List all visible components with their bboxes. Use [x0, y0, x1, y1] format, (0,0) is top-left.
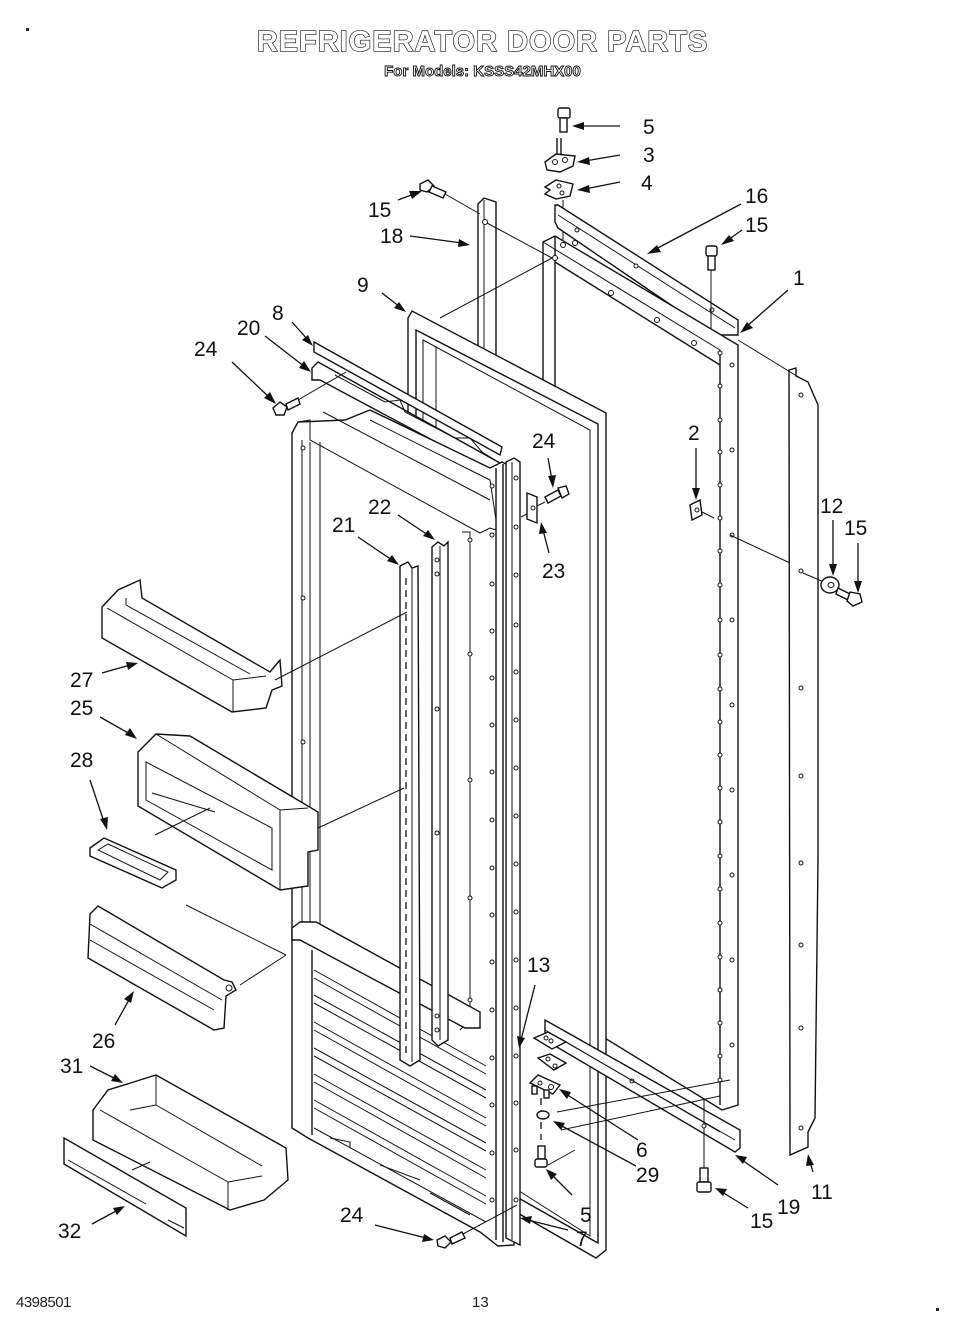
part-hinge-shim [543, 179, 574, 200]
callout-22: 22 [368, 496, 391, 519]
scan-mark-bottom-right [936, 1308, 939, 1311]
callout-15-bottom: 15 [750, 1210, 773, 1233]
diagram-title: REFRIGERATOR DOOR PARTS [256, 25, 709, 58]
part-screw-liner-top [272, 371, 347, 416]
callout-16: 16 [745, 185, 768, 208]
callout-21: 21 [332, 514, 355, 537]
part-screw-bottom [696, 1128, 712, 1193]
part-top-hinge [544, 138, 576, 173]
callout-25: 25 [70, 697, 93, 720]
part-dispenser-bin [137, 733, 405, 891]
part-hinge-bushing [536, 1098, 550, 1140]
part-hinge-screw-bottom [534, 1145, 548, 1168]
callout-31: 31 [60, 1055, 83, 1078]
diagram-subtitle: For Models: KSSS42MHX00 [384, 63, 582, 81]
page-number: 13 [472, 1294, 489, 1311]
callout-15-top-left: 15 [368, 199, 391, 222]
callout-9: 9 [357, 274, 369, 297]
callout-19: 19 [777, 1196, 800, 1219]
scan-mark-top-left [26, 28, 29, 31]
callout-32: 32 [58, 1220, 81, 1243]
callout-4: 4 [641, 172, 653, 195]
callout-29: 29 [636, 1164, 659, 1187]
callout-24-stop: 24 [532, 430, 556, 453]
part-side-handle-trim [729, 339, 819, 1157]
callout-5-top: 5 [643, 116, 655, 139]
callout-20: 20 [237, 317, 260, 340]
part-top-trim-strip [313, 340, 503, 457]
callout-7: 7 [576, 1228, 588, 1251]
callout-15-top-right: 15 [745, 214, 768, 237]
callout-28: 28 [70, 749, 93, 772]
callout-24-top-left: 24 [194, 338, 218, 361]
callout-6: 6 [636, 1139, 648, 1162]
part-shelf-support-left [399, 561, 421, 1067]
part-upper-door-bin [101, 578, 408, 713]
callout-27: 27 [70, 669, 93, 692]
part-door-stop-clip [689, 498, 715, 522]
part-bin-trim-strip [63, 1136, 187, 1238]
callout-arrows [89, 122, 862, 1242]
part-top-channel [554, 204, 739, 336]
callout-2: 2 [688, 422, 700, 445]
part-screw-stop-plate [536, 485, 570, 507]
part-screw-side [835, 587, 863, 607]
callout-1: 1 [793, 267, 805, 290]
callout-23: 23 [542, 560, 565, 583]
part-screw-top-left [419, 179, 481, 215]
part-bottom-hinge [528, 1074, 562, 1099]
part-bin-front [87, 904, 287, 1031]
part-hinge-screw-top [557, 107, 571, 133]
part-screw-top-right [705, 245, 718, 338]
callout-labels: 5 3 4 16 15 18 15 1 9 8 20 24 2 24 23 22… [58, 116, 867, 1251]
part-door-side-trim [505, 457, 521, 1247]
part-small-tray [89, 837, 177, 889]
part-washer [802, 572, 840, 594]
callout-11: 11 [811, 1181, 833, 1204]
callout-8: 8 [272, 302, 284, 325]
part-stop-plate [520, 491, 538, 525]
part-shelf-support-right [431, 540, 449, 1047]
callout-24-bottom: 24 [340, 1204, 364, 1227]
callout-26: 26 [92, 1030, 115, 1053]
callout-3: 3 [643, 144, 655, 167]
part-lower-door-bin [92, 1074, 289, 1211]
callout-13: 13 [527, 954, 550, 977]
callout-18: 18 [380, 225, 403, 248]
callout-12: 12 [820, 495, 843, 518]
callout-15-side: 15 [844, 517, 867, 540]
part-bottom-hinge-shim [532, 1031, 568, 1071]
callout-5-bottom: 5 [580, 1204, 592, 1227]
panel-holes-left [552, 240, 697, 346]
part-screw-liner-bottom [436, 1204, 518, 1249]
document-code: 4398501 [16, 1294, 71, 1311]
